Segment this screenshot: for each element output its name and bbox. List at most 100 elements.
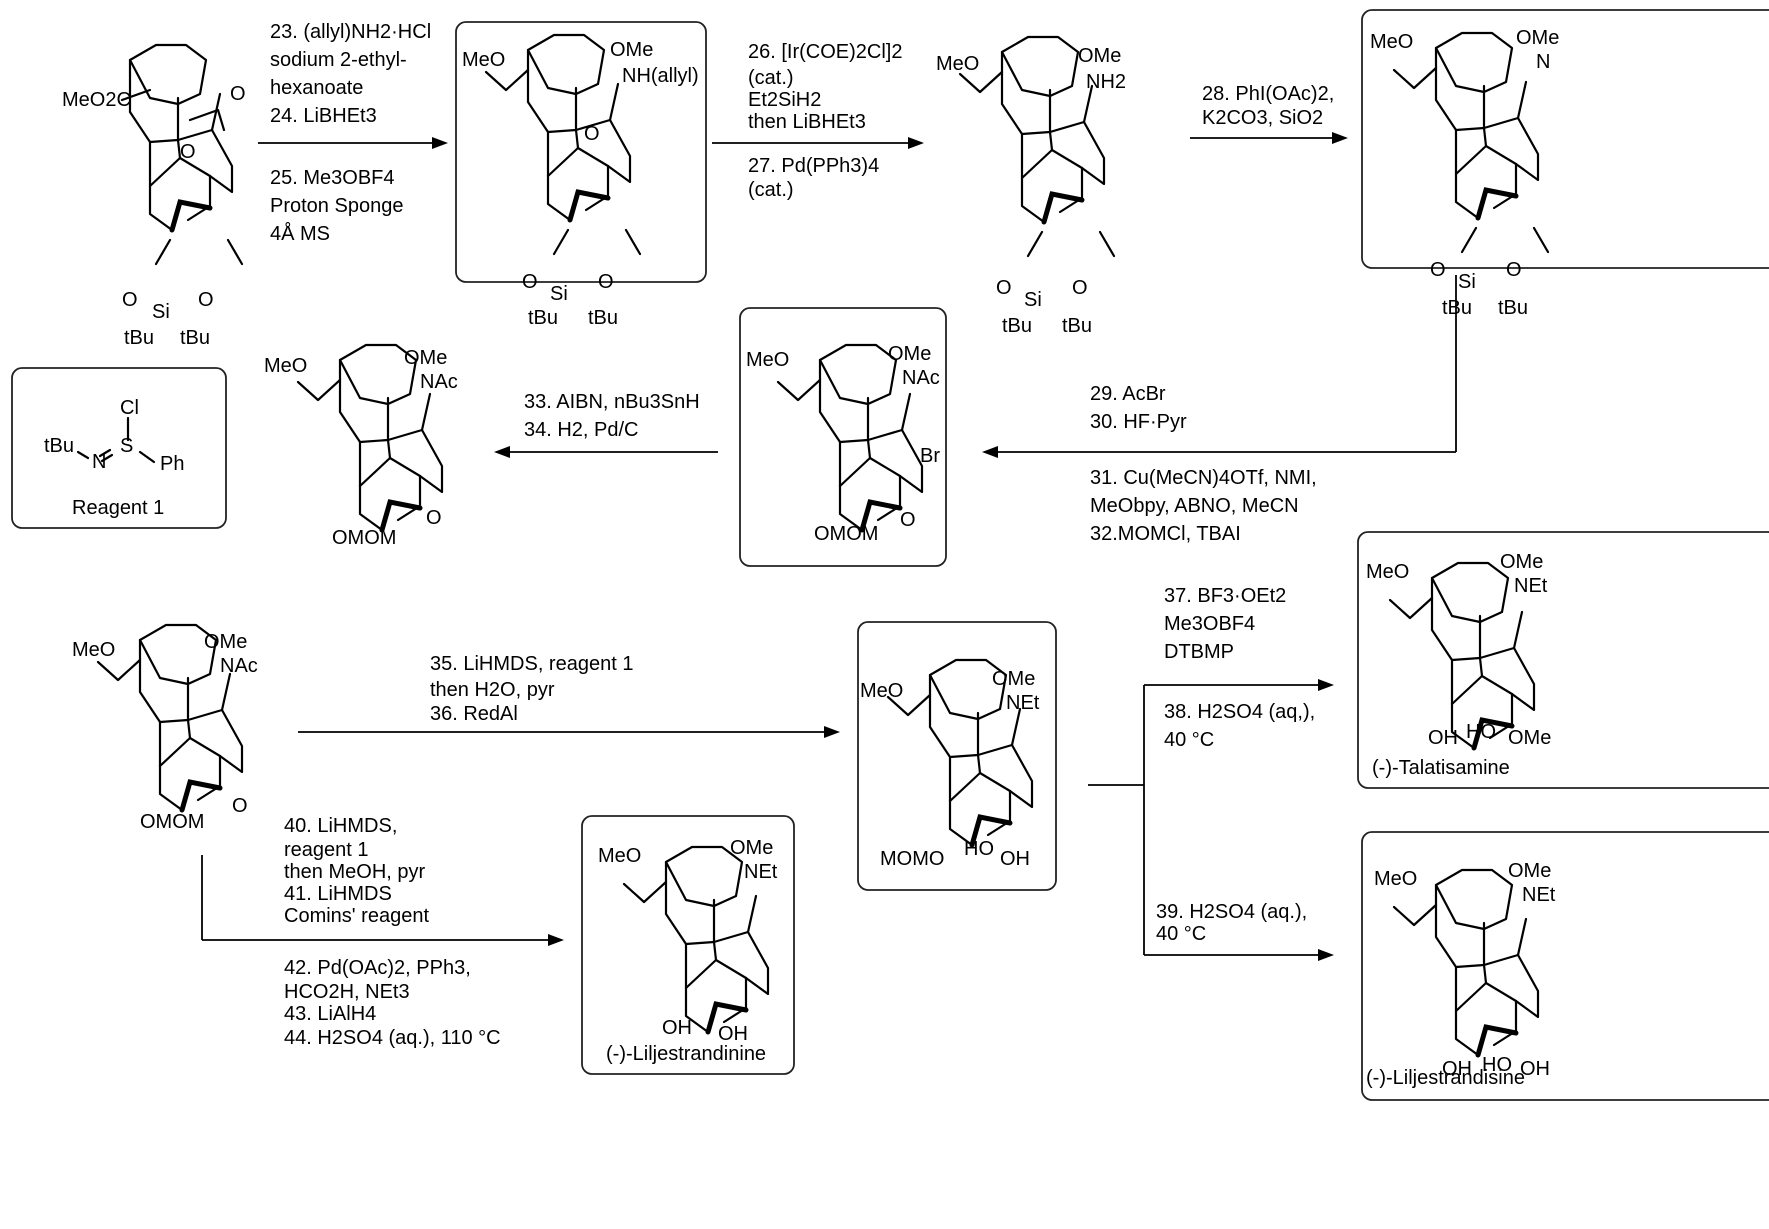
arrow-step-23-25 xyxy=(258,137,448,149)
reagent-1-structure: Cl S N Ph tBu Reagent 1 xyxy=(44,397,184,519)
arrow-step-40-44 xyxy=(201,855,564,946)
svg-text:Br: Br xyxy=(920,445,940,467)
svg-text:OMe: OMe xyxy=(1516,27,1559,49)
svg-text:tBu: tBu xyxy=(588,307,618,329)
box-liljestrandisine xyxy=(1361,831,1769,1101)
compound-ketone: MeO OMe NAc O OMOM xyxy=(264,345,458,549)
conditions-31-32: 31. Cu(MeCN)4OTf, NMI, MeObpy, ABNO, MeC… xyxy=(1090,467,1322,545)
compound-talatisamine: MeO OMe NEt OH HO OMe xyxy=(1366,551,1551,749)
svg-text:O: O xyxy=(996,277,1012,299)
conditions-38: 38. H2SO4 (aq,), 40 °C xyxy=(1164,701,1321,751)
svg-text:N: N xyxy=(92,451,106,473)
conditions-26: 26. [Ir(COE)2Cl]2 (cat.) Et2SiH2 then Li… xyxy=(748,41,908,133)
conditions-40-41: 40. LiHMDS, reagent 1 then MeOH, pyr 41.… xyxy=(284,815,431,927)
compound-liljestrandisine: MeO OMe NEt OH HO OH xyxy=(1374,860,1556,1080)
svg-text:MeO: MeO xyxy=(936,53,979,75)
arrow-step-26-27 xyxy=(712,137,924,149)
compound-start: MeO2C O O O O Si tBu tBu xyxy=(62,45,246,349)
svg-text:OMe: OMe xyxy=(1508,860,1551,882)
svg-text:OMe: OMe xyxy=(888,343,931,365)
svg-text:OMe: OMe xyxy=(610,39,653,61)
conditions-37: 37. BF3·OEt2 Me3OBF4 DTBMP xyxy=(1164,585,1292,663)
svg-text:O: O xyxy=(1072,277,1088,299)
reagent-1-label: Reagent 1 xyxy=(72,497,164,519)
compound-liljestrandinine: MeO OMe NEt OH OH xyxy=(598,837,778,1045)
arrow-step-35-36 xyxy=(298,726,840,738)
label-o-ketone: O xyxy=(180,141,196,163)
box-bromide xyxy=(739,307,947,567)
compound-bromide: MeO OMe NAc Br O OMOM xyxy=(746,343,940,545)
svg-text:MeO: MeO xyxy=(1370,31,1413,53)
svg-text:S: S xyxy=(120,435,133,457)
svg-text:MeO: MeO xyxy=(264,355,307,377)
svg-text:OH: OH xyxy=(718,1023,748,1045)
svg-text:O: O xyxy=(598,271,614,293)
svg-text:OMe: OMe xyxy=(1500,551,1543,573)
conditions-42-44: 42. Pd(OAc)2, PPh3, HCO2H, NEt3 43. LiAl… xyxy=(284,957,501,1049)
svg-text:MeO: MeO xyxy=(860,680,903,702)
svg-text:O: O xyxy=(1430,259,1446,281)
svg-text:O: O xyxy=(426,507,442,529)
svg-text:HO: HO xyxy=(1482,1054,1512,1076)
svg-text:N: N xyxy=(1536,51,1550,73)
svg-text:O: O xyxy=(1506,259,1522,281)
svg-text:NH(allyl): NH(allyl) xyxy=(622,65,699,87)
svg-text:MeO: MeO xyxy=(462,49,505,71)
svg-text:NH2: NH2 xyxy=(1086,71,1126,93)
svg-text:OMe: OMe xyxy=(204,631,247,653)
name-talatisamine: (-)-Talatisamine xyxy=(1372,757,1510,779)
svg-text:tBu: tBu xyxy=(1002,315,1032,337)
svg-text:MeO: MeO xyxy=(1366,561,1409,583)
label-o-left: O xyxy=(122,289,138,311)
svg-text:tBu: tBu xyxy=(1062,315,1092,337)
svg-text:OMOM: OMOM xyxy=(140,811,204,833)
svg-text:O: O xyxy=(900,509,916,531)
svg-text:Si: Si xyxy=(1024,289,1042,311)
svg-text:OH: OH xyxy=(1442,1058,1472,1080)
svg-text:OH: OH xyxy=(662,1017,692,1039)
svg-text:OH: OH xyxy=(1000,848,1030,870)
svg-text:MOMO: MOMO xyxy=(880,848,944,870)
compound-amine: MeO OMe NH2 O O Si tBu tBu xyxy=(936,37,1126,337)
box-talatisamine xyxy=(1357,531,1769,789)
box-diol xyxy=(857,621,1057,891)
conditions-28: 28. PhI(OAc)2, K2CO3, SiO2 xyxy=(1202,83,1340,129)
label-o: O xyxy=(230,83,246,105)
name-liljestrandisine: (-)-Liljestrandisine xyxy=(1366,1067,1525,1089)
svg-text:NEt: NEt xyxy=(1514,575,1548,597)
svg-text:HO: HO xyxy=(964,838,994,860)
name-liljestrandinine: (-)-Liljestrandinine xyxy=(606,1043,766,1065)
label-meo2c: MeO2C xyxy=(62,89,131,111)
svg-text:NEt: NEt xyxy=(1006,692,1040,714)
svg-text:O: O xyxy=(232,795,248,817)
box-liljestrandinine xyxy=(581,815,795,1075)
arrow-step-29-32 xyxy=(982,275,1457,458)
svg-text:OH: OH xyxy=(1428,727,1458,749)
svg-text:tBu: tBu xyxy=(528,307,558,329)
svg-text:NAc: NAc xyxy=(220,655,258,677)
conditions-35-36: 35. LiHMDS, reagent 1 then H2O, pyr 36. … xyxy=(430,653,639,725)
box-reagent-1 xyxy=(11,367,227,529)
svg-text:Si: Si xyxy=(1458,271,1476,293)
arrow-step-28 xyxy=(1190,132,1348,144)
compound-aziridine: MeO OMe N O O Si tBu tBu xyxy=(1370,27,1559,319)
svg-text:OMe: OMe xyxy=(404,347,447,369)
svg-text:MeO: MeO xyxy=(72,639,115,661)
conditions-23-24: 23. (allyl)NH2·HCl sodium 2-ethyl- hexan… xyxy=(270,21,437,127)
svg-text:Ph: Ph xyxy=(160,453,184,475)
svg-text:O: O xyxy=(584,123,600,145)
label-o-right: O xyxy=(198,289,214,311)
conditions-33-34: 33. AIBN, nBu3SnH 34. H2, Pd/C xyxy=(524,391,705,441)
svg-text:NEt: NEt xyxy=(1522,884,1556,906)
conditions-39: 39. H2SO4 (aq.), 40 °C xyxy=(1156,901,1313,945)
svg-text:MeO: MeO xyxy=(1374,868,1417,890)
arrow-step-33-34 xyxy=(494,446,718,458)
svg-text:O: O xyxy=(522,271,538,293)
compound-amide: MeO OMe NH(allyl) O O O Si tBu tBu xyxy=(462,35,699,329)
svg-text:NEt: NEt xyxy=(744,861,778,883)
svg-text:OMOM: OMOM xyxy=(814,523,878,545)
label-tbu-right: tBu xyxy=(180,327,210,349)
label-tbu-left: tBu xyxy=(124,327,154,349)
arrow-branch xyxy=(1088,679,1334,961)
